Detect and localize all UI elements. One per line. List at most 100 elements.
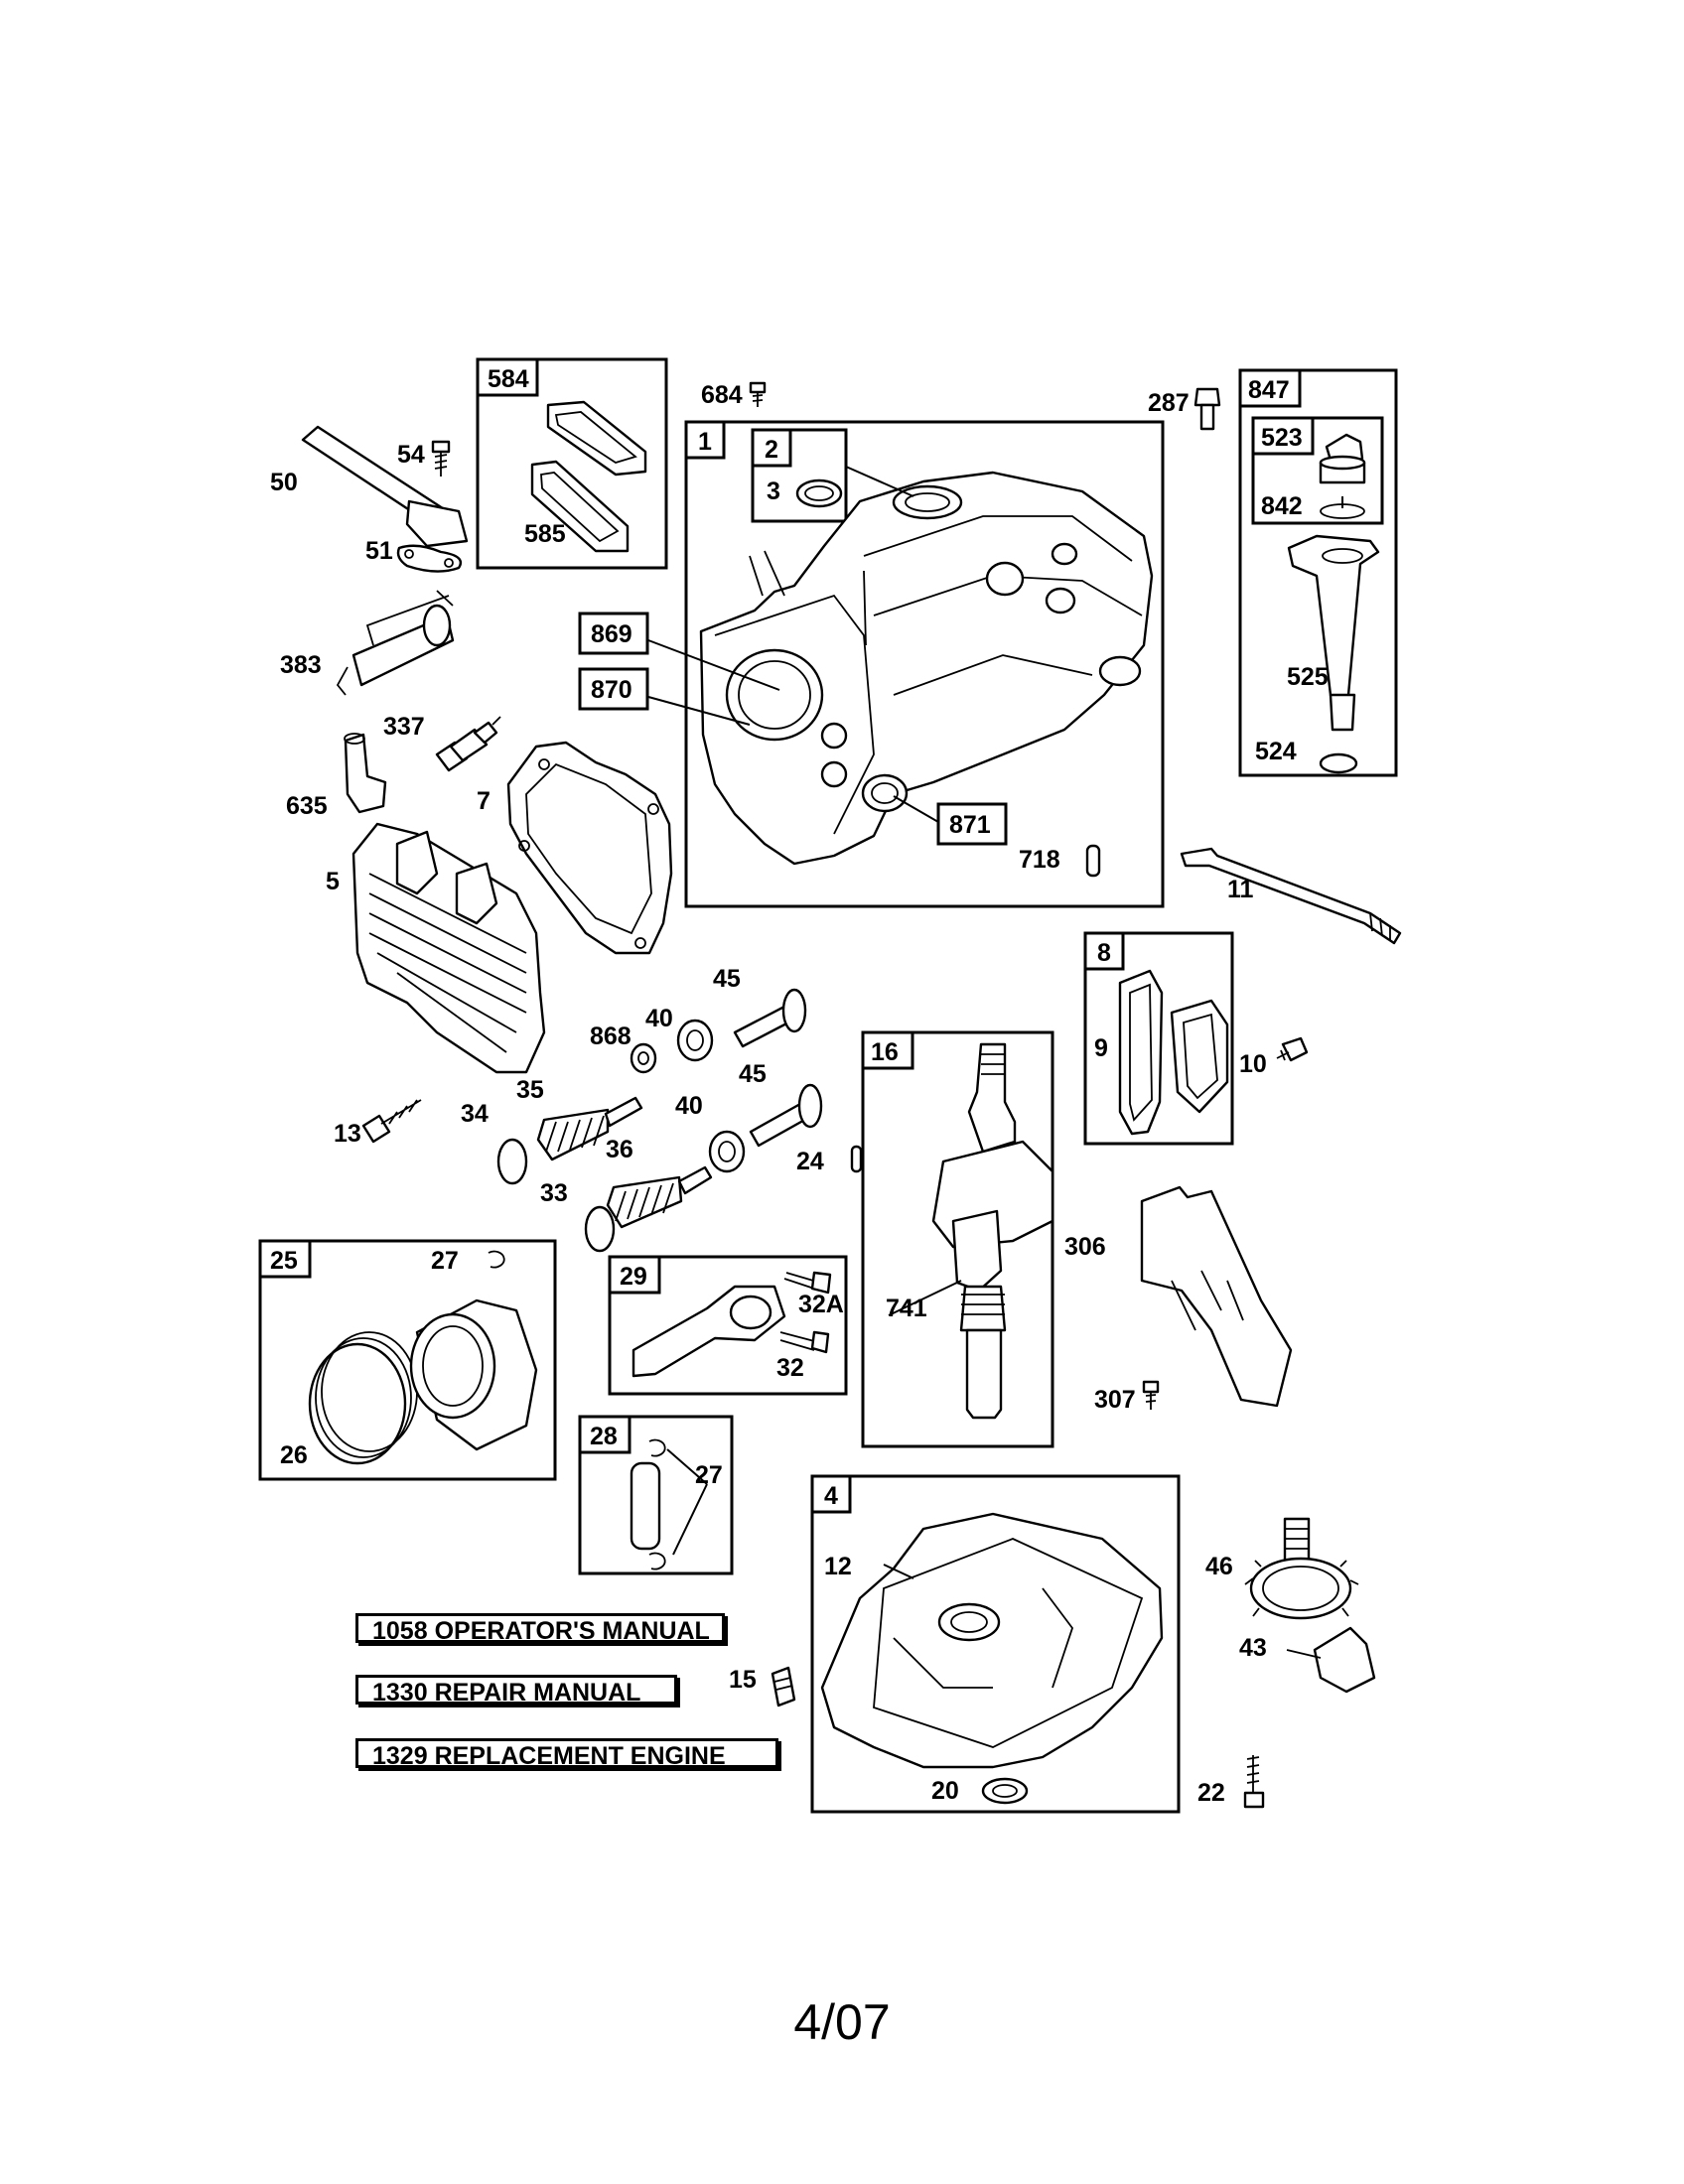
callout-27a: 27 [431,1247,459,1275]
bolt-13-part [361,1099,422,1144]
callout-842: 842 [1261,492,1303,520]
callout-718: 718 [1019,846,1060,874]
callout-51: 51 [365,537,393,565]
manual-code: 1330 [372,1679,428,1706]
pin-24-part [850,1145,863,1173]
callout-524: 524 [1255,738,1297,765]
sump-part [820,1512,1164,1769]
callout-40b: 40 [675,1092,703,1120]
group-frame-16 [861,1030,1054,1448]
label-box-869: 869 [578,612,649,655]
callout-32a: 32A [798,1291,844,1318]
governor-lever-part [336,590,455,696]
callout-741: 741 [886,1295,927,1322]
svg-text:25: 25 [270,1247,298,1275]
manual-code: 1329 [372,1742,428,1770]
callout-32: 32 [776,1354,804,1382]
group-frame-29 [608,1255,848,1396]
label-box-8: 8 [1083,931,1125,971]
svg-text:523: 523 [1261,424,1303,452]
callout-40a: 40 [645,1005,673,1032]
label-box-847: 847 [1238,368,1302,408]
leader-870 [647,696,751,726]
dipstick-cap-part [1319,433,1366,519]
spark-plug-part [435,716,501,772]
callout-11: 11 [1227,876,1254,903]
plug-15-part [771,1666,796,1707]
screw-10-part [1276,1036,1309,1062]
label-box-29: 29 [608,1255,661,1295]
label-box-25: 25 [258,1239,312,1279]
callout-9: 9 [1094,1034,1108,1062]
retainer-40b-part [708,1130,746,1173]
group-frame-584 [476,357,668,570]
callout-307: 307 [1094,1386,1136,1414]
group-frame-28 [578,1415,734,1575]
bolt-22-part [1243,1755,1265,1809]
dipstick-tube-part [1287,534,1380,732]
callout-5: 5 [326,868,340,895]
label-box-28: 28 [578,1415,632,1454]
manual-item-engine: 1329 REPLACEMENT ENGINE [355,1738,778,1770]
callout-20: 20 [931,1777,959,1805]
clip-27a-part [488,1250,505,1269]
screw-54-part [431,440,451,477]
connecting-rod-part [632,1285,786,1378]
cylinder-block-part [699,471,1154,866]
svg-text:869: 869 [591,620,632,648]
callout-585: 585 [524,520,566,548]
seal-20-part [981,1777,1029,1805]
leader-2 [845,466,914,497]
retainer-40a-part [676,1019,714,1062]
group-frame-1 [684,420,1165,908]
bolt-287-part [1193,387,1221,431]
group-frame-847 [1238,368,1398,777]
manual-title: REPLACEMENT ENGINE [434,1742,726,1770]
callout-3: 3 [767,478,780,505]
label-box-1: 1 [684,420,726,460]
valve-seal-868-part [630,1042,657,1074]
svg-text:8: 8 [1097,939,1111,967]
label-box-871: 871 [936,802,1008,846]
callout-13: 13 [334,1120,361,1148]
gasket-set-584-part [530,400,647,553]
label-box-16: 16 [861,1030,914,1070]
label-box-2: 2 [751,428,792,468]
callout-54: 54 [397,441,425,469]
screw-684-part [749,381,767,407]
o-ring-524-part [1319,752,1358,774]
svg-text:16: 16 [871,1038,899,1066]
callout-868: 868 [590,1023,632,1050]
svg-text:584: 584 [488,365,529,393]
callout-525: 525 [1287,663,1329,691]
piston-rings-part [308,1331,418,1465]
piston-part [409,1298,538,1451]
callout-35: 35 [516,1076,544,1104]
leader-lines [666,496,1343,1579]
manual-title: REPAIR MANUAL [434,1679,641,1706]
breather-tube-part [301,425,469,548]
label-box-870: 870 [578,667,649,711]
callout-22: 22 [1197,1779,1225,1807]
callout-26: 26 [280,1441,308,1469]
breather-assembly-part [1118,969,1229,1136]
svg-text:871: 871 [949,811,991,839]
callout-12: 12 [824,1553,852,1580]
leader-869 [647,639,780,691]
group-frame-4 [810,1474,1181,1814]
callout-36: 36 [606,1136,633,1163]
label-box-584: 584 [476,357,539,397]
callout-50: 50 [270,469,298,496]
callout-34: 34 [461,1100,489,1128]
callout-306: 306 [1064,1233,1106,1261]
rod-bolts-part [779,1271,832,1354]
wrist-pin-part [630,1438,666,1570]
gasket-51-part [396,544,463,573]
valve-spring-36-part [584,1165,713,1253]
callout-43: 43 [1239,1634,1267,1662]
spark-plug-boot-part [344,733,387,814]
group-frame-8 [1083,931,1234,1146]
callout-24: 24 [796,1148,824,1175]
svg-text:28: 28 [590,1423,618,1450]
